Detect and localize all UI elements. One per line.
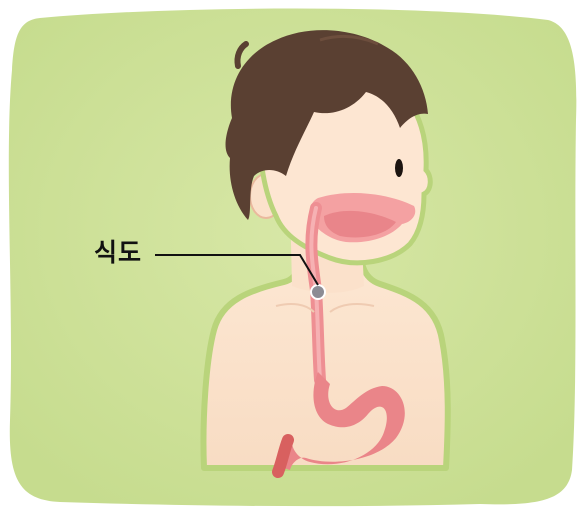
eye bbox=[395, 159, 403, 177]
esophagus-marker bbox=[311, 285, 325, 299]
esophagus-label: 식도 bbox=[94, 240, 142, 265]
